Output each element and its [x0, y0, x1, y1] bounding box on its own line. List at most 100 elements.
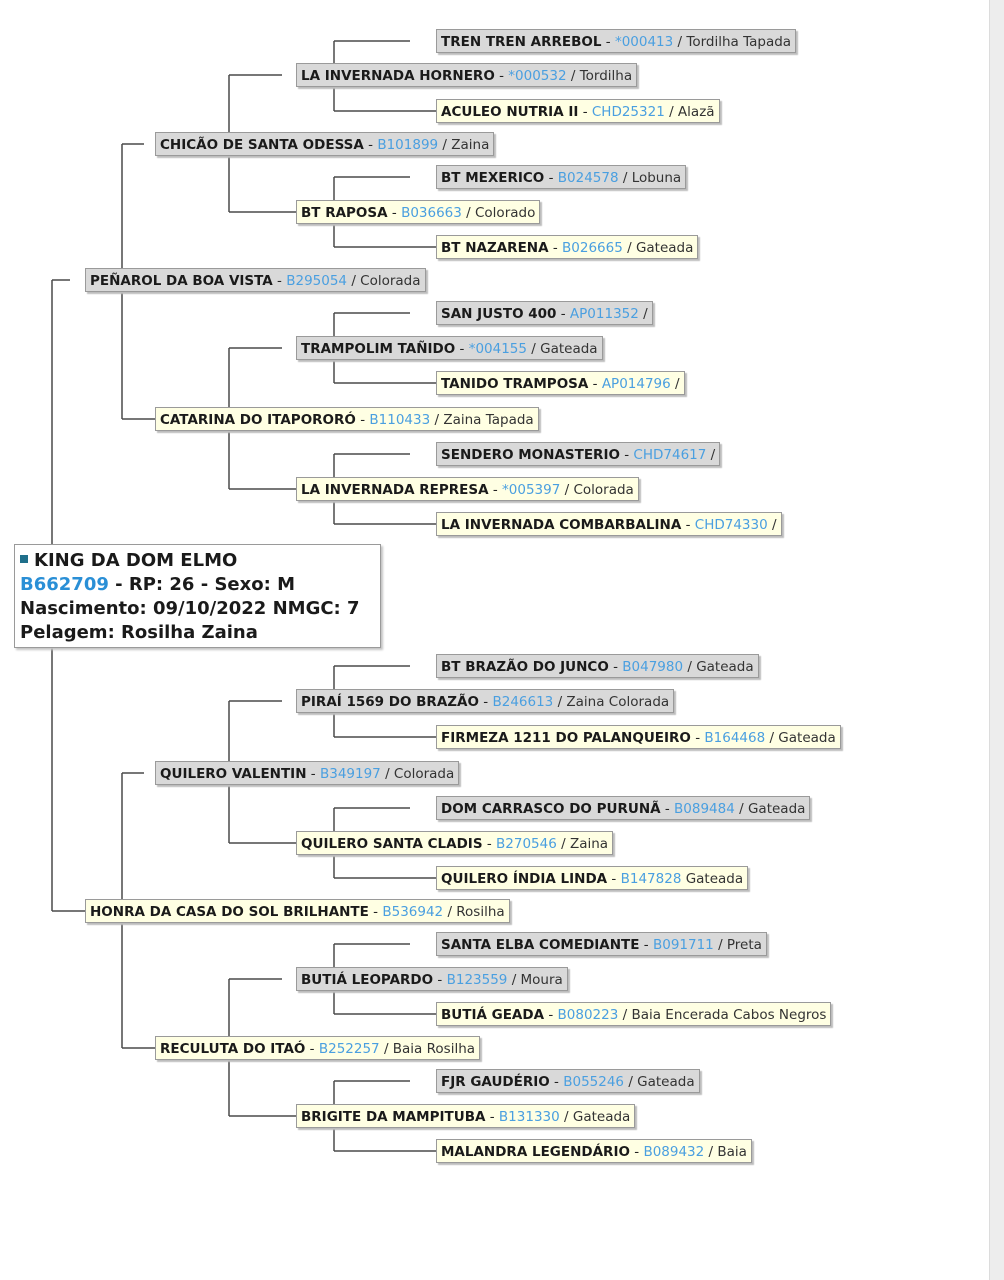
- pedigree-node-gdam[interactable]: BRIGITE DA MAMPITUBA - B131330 / Gateada: [296, 1104, 636, 1128]
- subject-name-row: KING DA DOM ELMO: [20, 549, 375, 573]
- pedigree-node-gdam[interactable]: LA INVERNADA REPRESA - *005397 / Colorad…: [296, 477, 639, 501]
- coat-color: /: [772, 517, 777, 533]
- registration-link[interactable]: B147828: [620, 871, 682, 887]
- horse-name: SANTA ELBA COMEDIANTE: [441, 937, 640, 953]
- subject-registration-row: B662709 - RP: 26 - Sexo: M: [20, 573, 375, 597]
- coat-color: /: [675, 376, 680, 392]
- registration-link[interactable]: B089432: [643, 1144, 705, 1160]
- pedigree-node-ggdam[interactable]: QUILERO ÍNDIA LINDA - B147828 Gateada: [436, 866, 749, 890]
- registration-link[interactable]: *000532: [508, 68, 567, 84]
- horse-name: LA INVERNADA COMBARBALINA: [441, 517, 682, 533]
- registration-link[interactable]: B036663: [401, 205, 462, 221]
- pedigree-node-ggsire[interactable]: BT BRAZÃO DO JUNCO - B047980 / Gateada: [436, 654, 759, 678]
- registration-link[interactable]: B047980: [622, 659, 684, 675]
- pedigree-node-ggsire[interactable]: SANTA ELBA COMEDIANTE - B091711 / Preta: [436, 932, 767, 956]
- pedigree-node-gsire[interactable]: PIRAÍ 1569 DO BRAZÃO - B246613 / Zaina C…: [296, 689, 675, 713]
- coat-color: / Colorada: [385, 766, 455, 782]
- subject-coat-row: Pelagem: Rosilha Zaina: [20, 622, 258, 643]
- pedigree-node-gsire[interactable]: BUTIÁ LEOPARDO - B123559 / Moura: [296, 967, 568, 991]
- pedigree-node-ggdam[interactable]: TANIDO TRAMPOSA - AP014796 /: [436, 371, 685, 395]
- pedigree-node-grandsire[interactable]: CHICÃO DE SANTA ODESSA - B101899 / Zaina: [155, 132, 495, 156]
- horse-name: FIRMEZA 1211 DO PALANQUEIRO: [441, 730, 691, 746]
- pedigree-node-ggsire[interactable]: SAN JUSTO 400 - AP011352 /: [436, 301, 653, 325]
- registration-link[interactable]: B101899: [377, 137, 439, 153]
- registration-link[interactable]: B110433: [369, 412, 431, 428]
- registration-link[interactable]: *004155: [468, 341, 527, 357]
- horse-name: LA INVERNADA REPRESA: [301, 482, 489, 498]
- registration-link[interactable]: B536942: [382, 904, 444, 920]
- pedigree-node-granddam[interactable]: RECULUTA DO ITAÓ - B252257 / Baia Rosilh…: [155, 1036, 481, 1060]
- scrollbar[interactable]: [989, 0, 1004, 1280]
- registration-link[interactable]: CHD25321: [591, 104, 665, 120]
- registration-link[interactable]: B252257: [318, 1041, 380, 1057]
- pedigree-node-ggdam[interactable]: ACULEO NUTRIA II - CHD25321 / Alazã: [436, 99, 720, 123]
- horse-name: MALANDRA LEGENDÁRIO: [441, 1144, 630, 1160]
- pedigree-node-gdam[interactable]: BT RAPOSA - B036663 / Colorado: [296, 200, 541, 224]
- coat-color: / Rosilha: [447, 904, 505, 920]
- registration-link[interactable]: *000413: [614, 34, 674, 50]
- pedigree-node-ggdam[interactable]: MALANDRA LEGENDÁRIO - B089432 / Baia: [436, 1139, 752, 1163]
- pedigree-node-grandsire[interactable]: QUILERO VALENTIN - B349197 / Colorada: [155, 761, 460, 785]
- horse-name: TRAMPOLIM TAÑIDO: [301, 341, 456, 357]
- horse-name: PIRAÍ 1569 DO BRAZÃO: [301, 694, 479, 710]
- coat-color: / Moura: [511, 972, 563, 988]
- horse-name: SAN JUSTO 400: [441, 306, 557, 322]
- pedigree-node-ggsire[interactable]: BT MEXERICO - B024578 / Lobuna: [436, 165, 687, 189]
- coat-color: / Tordilha Tapada: [677, 34, 792, 50]
- horse-name: QUILERO SANTA CLADIS: [301, 836, 483, 852]
- pedigree-node-gdam[interactable]: QUILERO SANTA CLADIS - B270546 / Zaina: [296, 831, 614, 855]
- pedigree-node-ggsire[interactable]: DOM CARRASCO DO PURUNÃ - B089484 / Gatea…: [436, 796, 811, 820]
- pedigree-node-sire[interactable]: PEÑAROL DA BOA VISTA - B295054 / Colorad…: [85, 268, 426, 292]
- coat-color: / Colorada: [564, 482, 634, 498]
- horse-name: BT RAPOSA: [301, 205, 388, 221]
- registration-link[interactable]: B131330: [498, 1109, 560, 1125]
- horse-name: QUILERO VALENTIN: [160, 766, 307, 782]
- registration-link[interactable]: B246613: [492, 694, 554, 710]
- pedigree-node-ggdam[interactable]: BUTIÁ GEADA - B080223 / Baia Encerada Ca…: [436, 1002, 832, 1026]
- coat-color: / Colorada: [351, 273, 421, 289]
- registration-link[interactable]: B164468: [704, 730, 766, 746]
- pedigree-node-granddam[interactable]: CATARINA DO ITAPORORÓ - B110433 / Zaina …: [155, 407, 539, 431]
- coat-color: / Preta: [718, 937, 762, 953]
- pedigree-node-gsire[interactable]: TRAMPOLIM TAÑIDO - *004155 / Gateada: [296, 336, 603, 360]
- registration-link[interactable]: B024578: [557, 170, 619, 186]
- registration-link[interactable]: B123559: [446, 972, 508, 988]
- registration-link[interactable]: B091711: [652, 937, 714, 953]
- pedigree-node-ggsire[interactable]: TREN TREN ARREBOL - *000413 / Tordilha T…: [436, 29, 797, 53]
- registration-link[interactable]: AP014796: [601, 376, 671, 392]
- registration-link[interactable]: B270546: [496, 836, 557, 852]
- registration-link[interactable]: B026665: [562, 240, 623, 256]
- subject-rp-sex: - RP: 26 - Sexo: M: [108, 574, 295, 595]
- pedigree-node-ggsire[interactable]: FJR GAUDÉRIO - B055246 / Gateada: [436, 1069, 700, 1093]
- registration-link[interactable]: AP011352: [569, 306, 639, 322]
- subject-registration-link[interactable]: B662709: [20, 574, 109, 595]
- pedigree-node-ggdam[interactable]: LA INVERNADA COMBARBALINA - CHD74330 /: [436, 512, 782, 536]
- pedigree-node-dam[interactable]: HONRA DA CASA DO SOL BRILHANTE - B536942…: [85, 899, 510, 923]
- registration-link[interactable]: B295054: [286, 273, 348, 289]
- coat-color: / Gateada: [628, 1074, 695, 1090]
- pedigree-node-ggdam[interactable]: FIRMEZA 1211 DO PALANQUEIRO - B164468 / …: [436, 725, 841, 749]
- registration-link[interactable]: CHD74617: [633, 447, 707, 463]
- registration-link[interactable]: B080223: [557, 1007, 619, 1023]
- horse-name: TANIDO TRAMPOSA: [441, 376, 589, 392]
- coat-color: /: [643, 306, 648, 322]
- pedigree-node-ggdam[interactable]: BT NAZARENA - B026665 / Gateada: [436, 235, 699, 259]
- coat-color: Gateada: [685, 871, 744, 887]
- coat-color: / Gateada: [627, 240, 694, 256]
- registration-link[interactable]: *005397: [502, 482, 561, 498]
- registration-link[interactable]: CHD74330: [694, 517, 768, 533]
- horse-name: CATARINA DO ITAPORORÓ: [160, 412, 356, 428]
- subject-birth-row: Nascimento: 09/10/2022 NMGC: 7: [20, 598, 360, 619]
- registration-link[interactable]: B349197: [319, 766, 381, 782]
- coat-color: / Alazã: [669, 104, 715, 120]
- square-bullet-icon: [20, 555, 28, 563]
- registration-link[interactable]: B055246: [563, 1074, 625, 1090]
- horse-name: FJR GAUDÉRIO: [441, 1074, 550, 1090]
- pedigree-node-gsire[interactable]: LA INVERNADA HORNERO - *000532 / Tordilh…: [296, 63, 638, 87]
- horse-name: BT BRAZÃO DO JUNCO: [441, 659, 609, 675]
- pedigree-node-ggsire[interactable]: SENDERO MONASTERIO - CHD74617 /: [436, 442, 721, 466]
- horse-name: ACULEO NUTRIA II: [441, 104, 579, 120]
- registration-link[interactable]: B089484: [674, 801, 735, 817]
- horse-name: PEÑAROL DA BOA VISTA: [90, 273, 273, 289]
- coat-color: / Colorado: [466, 205, 536, 221]
